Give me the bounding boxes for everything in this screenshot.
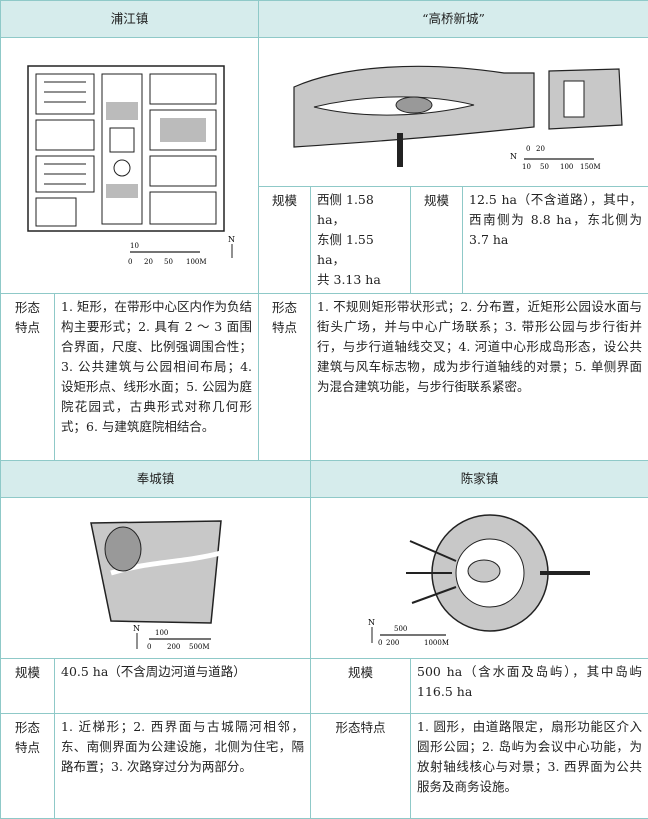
fengcheng-scale-100: 100 — [155, 629, 168, 637]
gaoqiao-size-line-1: 西侧 1.58 ha， — [317, 192, 374, 227]
pujiang-plan-cell: 0 20 50 100M 10 N — [0, 37, 260, 294]
gaoqiao-size-line-2: 东侧 1.55 ha， — [317, 232, 374, 267]
gaoqiao-site-plan: 0 20 10 50 100 150M N — [292, 65, 623, 171]
pujiang-north-label: N — [228, 235, 235, 244]
gaoqiao-title: “高桥新城” — [258, 0, 648, 38]
gaoqiao-feature-label: 形态特点 — [258, 293, 312, 461]
chenjia-feature-label: 形态特点 — [310, 713, 412, 819]
pujiang-scale-50: 50 — [164, 258, 173, 266]
pujiang-scale-20: 20 — [144, 258, 153, 266]
chenjia-scale-500: 500 — [394, 625, 407, 633]
pujiang-scale-100: 100M — [186, 258, 207, 266]
gaoqiao-north-label: N — [510, 152, 517, 161]
pujiang-title: 浦江镇 — [0, 0, 260, 38]
pujiang-scale-10: 10 — [130, 242, 139, 250]
chenjia-size-text: 500 ha（含水面及岛屿），其中岛屿 116.5 ha — [410, 658, 648, 714]
fengcheng-plan-cell: 0 100 200 500M N — [0, 497, 312, 659]
fengcheng-scale-500: 500M — [189, 643, 210, 651]
chenjia-scale-0: 0 — [378, 639, 382, 647]
chenjia-scale-200: 200 — [386, 639, 399, 647]
gaoqiao-scale-10: 10 — [522, 163, 531, 171]
pujiang-site-plan: 0 20 50 100M 10 N — [26, 65, 235, 266]
gaoqiao-scale-150: 150M — [580, 163, 601, 171]
gaoqiao-size-label-1: 规模 — [258, 186, 312, 294]
gaoqiao-feature-text: 1. 不规则矩形带状形式；2. 分布置，近矩形公园设水面与街头广场，并与中心广场… — [310, 293, 648, 461]
chenjia-plan-cell: 0 200 500 1000M N — [310, 497, 648, 659]
gaoqiao-scale-0: 0 — [526, 145, 530, 153]
chenjia-feature-text: 1. 圆形，由道路限定，扇形功能区介入圆形公园；2. 岛屿为会议中心功能，为放射… — [410, 713, 648, 819]
pujiang-scale-0: 0 — [128, 258, 132, 266]
fengcheng-feature-text: 1. 近梯形；2. 西界面与古城隔河相邻，东、南侧界面为公建设施，北侧为住宅，隔… — [53, 713, 312, 819]
gaoqiao-size-text-1: 西侧 1.58 ha， 东侧 1.55 ha， 共 3.13 ha — [310, 186, 412, 294]
chenjia-title: 陈家镇 — [310, 460, 648, 498]
fengcheng-size-label: 规模 — [0, 658, 55, 714]
pujiang-feature-label: 形态特点 — [0, 293, 55, 461]
pujiang-feature-text: 1. 矩形，在带形中心区内作为负结构主要形式；2. 具有 2 ～ 3 面围合界面… — [53, 293, 260, 461]
fengcheng-north-label: N — [133, 624, 140, 633]
chenjia-north-label: N — [368, 618, 375, 627]
gaoqiao-scale-20: 20 — [536, 145, 545, 153]
fengcheng-feature-label: 形态特点 — [0, 713, 55, 819]
fengcheng-scale-200: 200 — [167, 643, 180, 651]
gaoqiao-size-label-2: 规模 — [410, 186, 464, 294]
gaoqiao-scale-50: 50 — [540, 163, 549, 171]
gaoqiao-scale-100: 100 — [560, 163, 573, 171]
chenjia-scale-1000: 1000M — [424, 639, 449, 647]
gaoqiao-size-line-3: 共 3.13 ha — [317, 272, 381, 287]
gaoqiao-plan-cell: 0 20 10 50 100 150M N — [258, 37, 648, 187]
chenjia-size-label: 规模 — [310, 658, 412, 714]
chenjia-site-plan: 0 200 500 1000M N — [368, 514, 590, 647]
fengcheng-title: 奉城镇 — [0, 460, 312, 498]
fengcheng-site-plan: 0 100 200 500M N — [89, 520, 222, 651]
fengcheng-size-text: 40.5 ha（不含周边河道与道路） — [53, 658, 312, 714]
gaoqiao-size-text-2: 12.5 ha（不含道路），其中，西南侧为 8.8 ha，东北侧为 3.7 ha — [462, 186, 648, 294]
fengcheng-scale-0: 0 — [147, 643, 151, 651]
